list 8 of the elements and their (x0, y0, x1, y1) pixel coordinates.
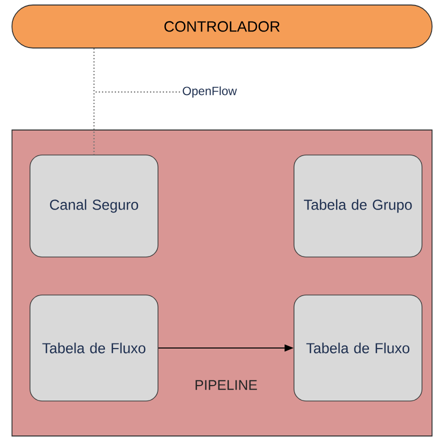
connector-line (93, 48, 95, 155)
table-box: Tabela de Fluxo (294, 294, 422, 402)
table-box: Tabela de Grupo (294, 154, 422, 258)
table-box: Tabela de Fluxo (30, 294, 158, 402)
table-box: Canal Seguro (30, 154, 158, 258)
leader-line (94, 91, 180, 93)
protocol-label: OpenFlow (182, 86, 237, 98)
controller-bar: CONTROLADOR (12, 4, 432, 48)
